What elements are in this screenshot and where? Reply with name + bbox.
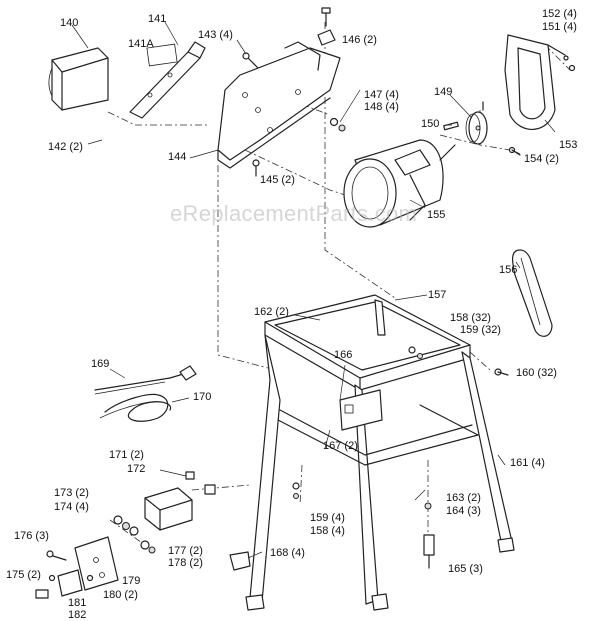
- callout-156: 156: [499, 264, 518, 276]
- callout-152: 152 (4): [542, 8, 577, 20]
- part-169-cord: [94, 371, 191, 395]
- callout-148: 148 (4): [364, 101, 399, 113]
- callout-169: 169: [91, 358, 110, 370]
- callout-leaders: [87, 39, 556, 559]
- part-165-leveler: [423, 534, 435, 569]
- part-160-bolt: [494, 368, 509, 376]
- callout-177: 177 (2): [168, 545, 203, 557]
- callout-174: 174 (4): [54, 501, 89, 513]
- callout-159-bottom: 159 (4): [310, 512, 345, 524]
- callout-154: 154 (2): [524, 153, 559, 165]
- callout-163: 163 (2): [446, 492, 481, 504]
- assembly-lines: [107, 22, 571, 546]
- part-140-cover: [48, 24, 109, 111]
- callout-149: 149: [434, 86, 453, 98]
- part-150-key: [443, 121, 459, 131]
- part-180-screw: [86, 574, 94, 582]
- part-168-feet: [229, 537, 515, 611]
- part-173-178-hardware: [113, 515, 156, 554]
- watermark: eReplacementParts.com: [170, 201, 418, 226]
- callout-160: 160 (32): [516, 367, 557, 379]
- part-181-182-switch: [35, 569, 83, 599]
- part-149-pulley: [465, 101, 488, 145]
- callout-157: 157: [428, 289, 447, 301]
- callout-158-bottom: 158 (4): [310, 525, 345, 537]
- callout-161: 161 (4): [510, 457, 545, 469]
- part-144-mount-plate: [189, 29, 341, 169]
- callout-173: 173 (2): [54, 487, 89, 499]
- part-155-motor: [343, 139, 456, 228]
- callout-166: 166: [334, 349, 353, 361]
- callout-172: 172: [127, 463, 146, 475]
- callout-179: 179: [122, 575, 141, 587]
- callout-164: 164 (3): [446, 505, 481, 517]
- part-143-screw: [242, 52, 259, 69]
- callout-170: 170: [193, 391, 212, 403]
- callout-168: 168 (4): [270, 547, 305, 559]
- part-146-bolt: [321, 7, 331, 27]
- part-156-v-belt: [512, 249, 553, 337]
- callout-171: 171 (2): [109, 449, 144, 461]
- part-158-159-hardware: [292, 346, 423, 499]
- callout-155: 155: [427, 209, 446, 221]
- callout-153: 153: [559, 139, 578, 151]
- part-176-screw: [46, 550, 67, 561]
- callout-140: 140: [60, 17, 79, 29]
- callout-167: 167 (2): [323, 440, 358, 452]
- part-172-switch-box: [144, 471, 216, 531]
- callout-162: 162 (2): [254, 306, 289, 318]
- callout-175: 175 (2): [6, 569, 41, 581]
- callout-147: 147 (4): [364, 89, 399, 101]
- callout-146: 146 (2): [342, 34, 377, 46]
- part-141-bracket: [129, 21, 206, 119]
- callout-159-top: 159 (32): [460, 324, 501, 336]
- callout-180: 180 (2): [103, 589, 138, 601]
- callout-144: 144: [168, 151, 187, 163]
- callout-181: 181: [68, 597, 87, 609]
- part-151-152-screws: [563, 55, 576, 72]
- callout-142: 142 (2): [48, 141, 83, 153]
- part-147-148-nut: [329, 117, 346, 132]
- callout-150: 150: [421, 118, 440, 130]
- part-164-nut: [424, 502, 432, 510]
- callout-176: 176 (3): [14, 530, 49, 542]
- callout-158-top: 158 (32): [450, 312, 491, 324]
- callout-143: 143 (4): [198, 29, 233, 41]
- callout-145: 145 (2): [260, 174, 295, 186]
- part-153-belt-guard: [504, 34, 566, 130]
- part-145-screw: [252, 159, 260, 177]
- callout-141: 141: [148, 13, 167, 25]
- callout-141a: 141A: [128, 38, 154, 50]
- callout-178: 178 (2): [168, 557, 203, 569]
- callout-182: 182: [68, 609, 87, 621]
- part-179-switch-plate: [74, 536, 119, 591]
- callout-151: 151 (4): [542, 21, 577, 33]
- part-175-screw: [48, 574, 56, 582]
- part-170-power-cord: [99, 365, 197, 422]
- callout-165: 165 (3): [448, 563, 483, 575]
